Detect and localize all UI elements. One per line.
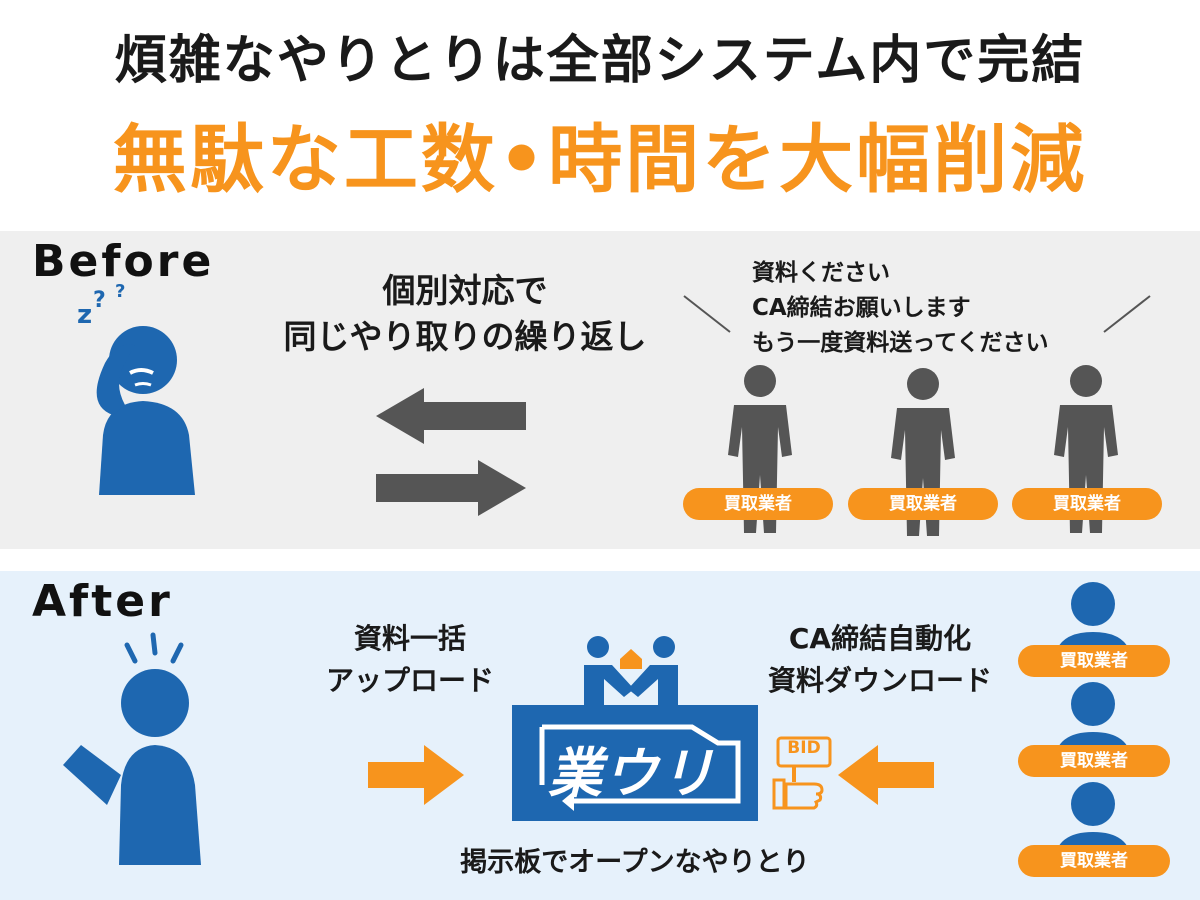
upload-caption-line1: 資料一括 xyxy=(353,622,466,655)
logo-frame xyxy=(539,724,741,811)
download-caption-line1: CA締結自動化 xyxy=(788,622,972,655)
board-caption: 掲示板でオープンなやりとり xyxy=(460,847,810,878)
buyer-badge: 買取業者 xyxy=(848,488,998,520)
buyer-badge: 買取業者 xyxy=(1018,845,1170,877)
logo-text: 業ウリ xyxy=(548,742,716,805)
download-caption: CA締結自動化 資料ダウンロード xyxy=(745,618,1015,702)
confused-person-icon: z ? ? xyxy=(77,281,195,495)
svg-text:z: z xyxy=(77,300,92,330)
gyouri-logo: 業ウリ xyxy=(512,705,758,821)
request-message: 資料ください xyxy=(752,260,890,286)
upload-caption-line2: アップロード xyxy=(325,664,494,697)
bid-hand-icon xyxy=(772,736,832,810)
buyer-badge: 買取業者 xyxy=(1018,745,1170,777)
buyer-badge: 買取業者 xyxy=(683,488,833,520)
request-messages: 資料ください CA締結お願いします もう一度資料送ってください xyxy=(752,256,1048,361)
svg-text:?: ? xyxy=(93,288,106,313)
buyer-badge: 買取業者 xyxy=(1012,488,1162,520)
before-panel xyxy=(0,231,1200,549)
speech-lines xyxy=(683,295,1151,333)
svg-text:?: ? xyxy=(115,281,125,302)
handshake-icon xyxy=(584,636,678,710)
exchange-arrows-icon xyxy=(376,388,526,516)
request-message: CA締結お願いします xyxy=(752,295,971,321)
before-caption-line2: 同じやり取りの繰り返し xyxy=(283,317,647,356)
arrow-left-icon xyxy=(838,745,934,805)
headline: 煩雑なやりとりは全部システム内で完結 xyxy=(114,31,1086,91)
before-caption: 個別対応で 同じやり取りの繰り返し xyxy=(250,268,680,360)
buyer-badge: 買取業者 xyxy=(1018,645,1170,677)
bid-sign-text: BID xyxy=(787,738,821,758)
after-label: After xyxy=(32,576,173,627)
download-caption-line2: 資料ダウンロード xyxy=(767,664,992,697)
upload-caption: 資料一括 アップロード xyxy=(300,618,520,702)
arrow-right-icon xyxy=(368,745,464,805)
headline-emphasis: 無駄な工数•時間を大幅削減 xyxy=(112,117,1088,203)
relieved-person-icon xyxy=(63,632,201,865)
before-label: Before xyxy=(32,236,215,287)
before-caption-line1: 個別対応で xyxy=(382,271,548,310)
request-message: もう一度資料送ってください xyxy=(752,330,1049,356)
